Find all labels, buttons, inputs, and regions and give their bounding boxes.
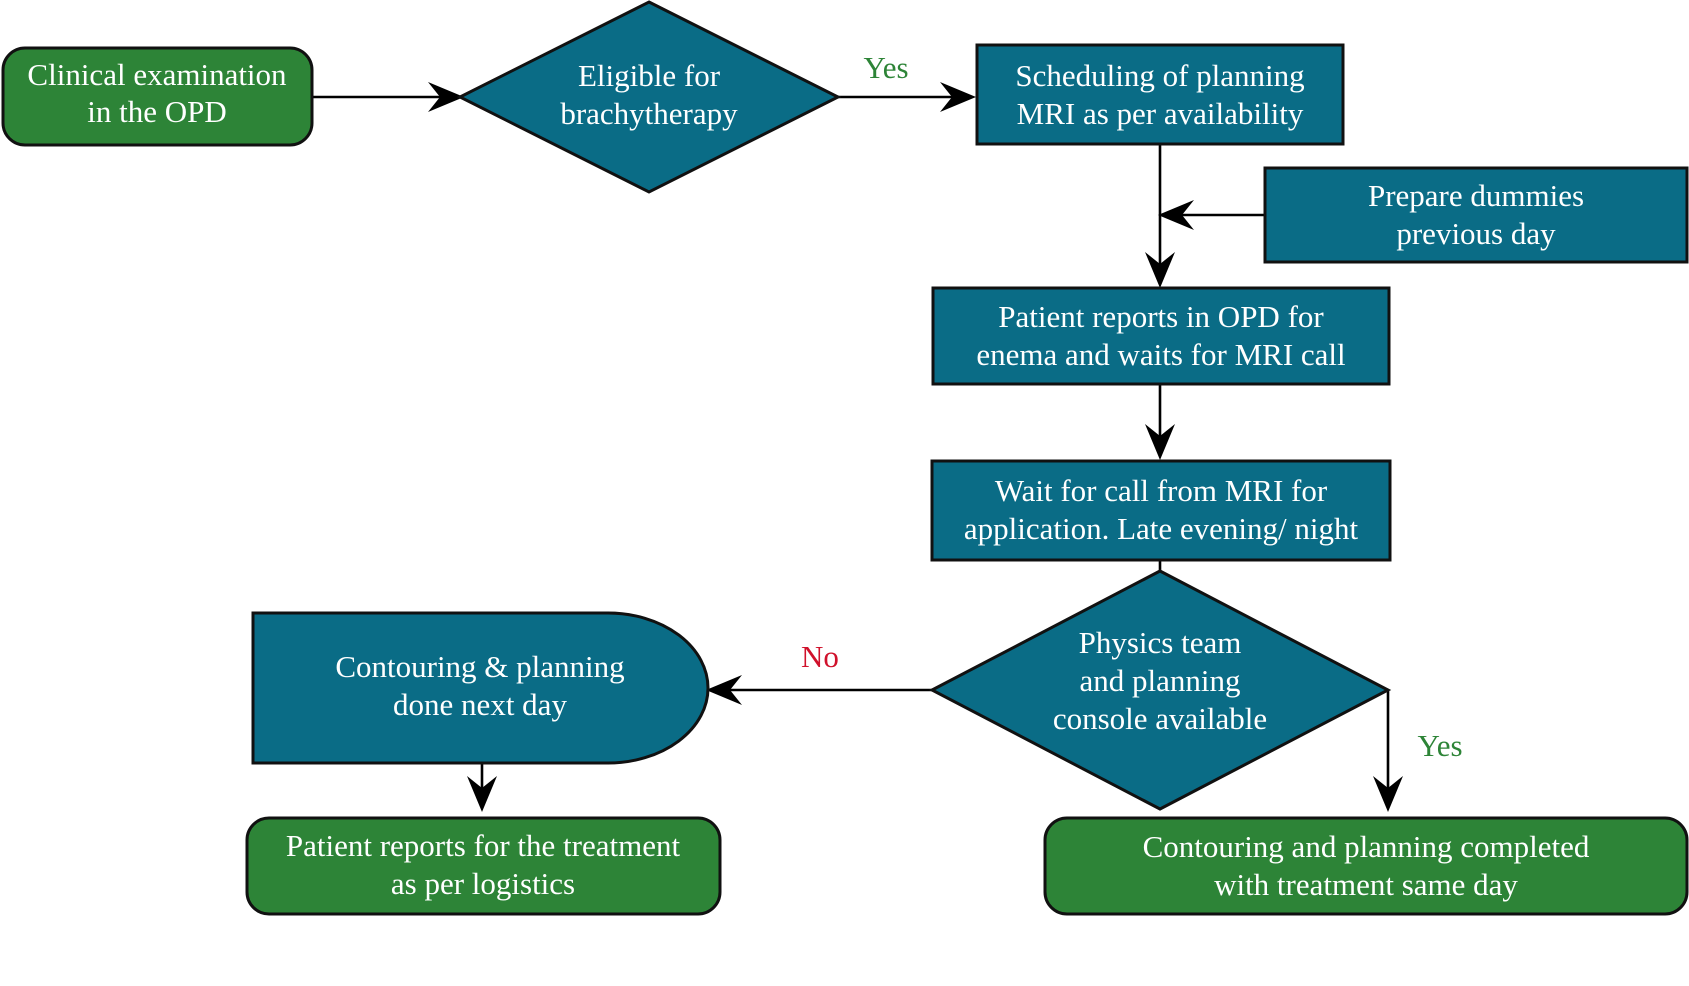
edge-prepare-dummies-to-flow xyxy=(1158,200,1265,230)
node-shape-rect xyxy=(975,43,1345,146)
node-shape-rect xyxy=(931,286,1391,386)
node-shape-delay xyxy=(251,611,710,765)
node-shape-rounded-rect xyxy=(1,46,314,147)
arrowhead-icon xyxy=(1158,200,1194,230)
node-prepare-dummies[interactable]: Prepare dummies previous day xyxy=(1263,166,1689,264)
node-shape-diamond xyxy=(456,0,842,194)
node-label-line-1: Contouring and planning completed xyxy=(1143,829,1590,864)
node-label-line-2: with treatment same day xyxy=(1214,867,1518,902)
edge-clinical-to-eligible xyxy=(312,82,464,112)
node-label-line-1: Physics team xyxy=(1079,625,1242,660)
edge-contouring-to-patient-treatment xyxy=(467,762,497,812)
node-patient-reports-in-opd[interactable]: Patient reports in OPD for enema and wai… xyxy=(931,286,1391,386)
node-shape-rect xyxy=(930,459,1392,562)
arrowhead-icon xyxy=(1145,424,1175,460)
node-label-line-2: enema and waits for MRI call xyxy=(976,337,1345,372)
arrowhead-icon xyxy=(428,82,464,112)
node-label-line-1: Wait for call from MRI for xyxy=(995,473,1328,508)
node-label-line-1: Clinical examination xyxy=(27,57,287,92)
node-shape-rect xyxy=(1263,166,1689,264)
edge-patient-reports-to-wait xyxy=(1145,384,1175,460)
node-eligible-for-brachytherapy[interactable]: Eligible for brachytherapy xyxy=(456,0,842,194)
node-shape-rounded-rect xyxy=(1043,816,1689,916)
edge-physics-yes-to-contouring-same-day: Yes xyxy=(1373,690,1463,812)
arrowhead-icon xyxy=(467,776,497,812)
arrowhead-icon xyxy=(706,675,742,705)
edge-label-yes-top: Yes xyxy=(863,50,908,85)
arrowhead-icon xyxy=(1373,776,1403,812)
node-shape-diamond xyxy=(928,569,1392,811)
node-label-line-2: in the OPD xyxy=(87,94,227,129)
node-label-line-1: Patient reports in OPD for xyxy=(998,299,1324,334)
edge-eligible-to-scheduling xyxy=(838,82,976,112)
node-label-line-2: and planning xyxy=(1080,663,1241,698)
node-label-line-2: MRI as per availability xyxy=(1017,96,1304,131)
node-label-line-1: Eligible for xyxy=(578,58,721,93)
node-physics-team-and-planning-console[interactable]: Physics team and planning console availa… xyxy=(928,569,1392,811)
node-label-line-2: application. Late evening/ night xyxy=(964,511,1359,546)
node-scheduling-of-planning-mri[interactable]: Scheduling of planning MRI as per availa… xyxy=(975,43,1345,146)
arrowhead-icon xyxy=(940,82,976,112)
edge-scheduling-to-patient-reports xyxy=(1145,144,1175,288)
node-label-line-2: brachytherapy xyxy=(560,96,738,131)
node-wait-for-call-from-mri[interactable]: Wait for call from MRI for application. … xyxy=(930,459,1392,562)
node-contouring-planning-same-day[interactable]: Contouring and planning completed with t… xyxy=(1043,816,1689,916)
node-patient-reports-for-treatment[interactable]: Patient reports for the treatment as per… xyxy=(245,816,722,916)
arrowhead-icon xyxy=(1145,252,1175,288)
node-label-line-2: as per logistics xyxy=(391,866,575,901)
node-label-line-2: previous day xyxy=(1396,216,1556,251)
node-label-line-2: done next day xyxy=(393,687,567,722)
node-label-line-1: Patient reports for the treatment xyxy=(286,828,681,863)
node-contouring-planning-next-day[interactable]: Contouring & planning done next day xyxy=(251,611,710,765)
node-label-line-1: Scheduling of planning xyxy=(1015,58,1304,93)
node-label-line-3: console available xyxy=(1053,701,1267,736)
edge-label-yes-bottom: Yes xyxy=(1417,728,1462,763)
node-clinical-examination[interactable]: Clinical examination in the OPD xyxy=(1,46,314,147)
node-shape-rounded-rect xyxy=(245,816,722,916)
edge-label-no: No xyxy=(801,639,839,674)
node-label-line-1: Contouring & planning xyxy=(335,649,624,684)
node-label-line-1: Prepare dummies xyxy=(1368,178,1584,213)
edge-physics-no-to-contouring-next-day: No xyxy=(706,639,932,705)
